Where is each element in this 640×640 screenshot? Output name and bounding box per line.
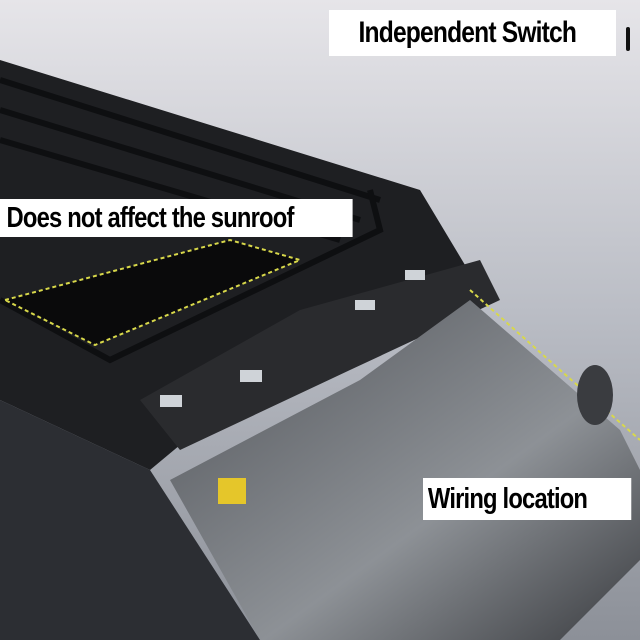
- sunroof-label: Does not affect the sunroof: [0, 199, 353, 237]
- wiring-location-label: Wiring location: [423, 478, 632, 520]
- side-mirror: [577, 365, 613, 425]
- car-side: [0, 400, 260, 640]
- wiring-route: [469, 289, 640, 441]
- independent-switch-label: Independent Switch: [329, 10, 616, 56]
- windshield: [170, 300, 640, 640]
- led-lights: [160, 270, 425, 407]
- light-bar: [140, 260, 500, 450]
- sunroof: [2, 238, 304, 347]
- windshield-sticker: [218, 478, 246, 504]
- switch-icon: [626, 27, 630, 51]
